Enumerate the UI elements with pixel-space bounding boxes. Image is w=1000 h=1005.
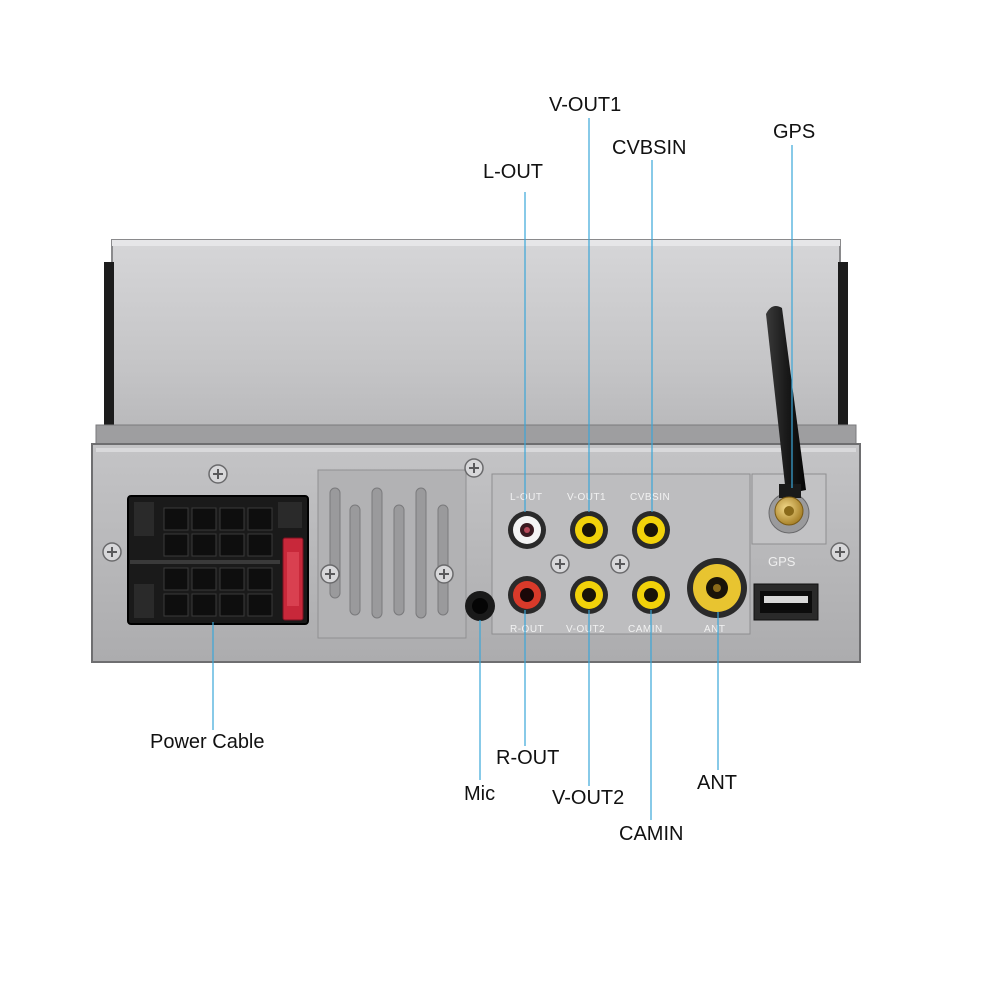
panel-label-ant: ANT [704, 624, 726, 635]
pin-cell [191, 593, 217, 617]
screw [464, 458, 484, 478]
pin-cell [219, 533, 245, 557]
pin-cell [247, 593, 273, 617]
panel-label-gps: GPS [768, 554, 796, 569]
panel-labels: L-OUT V-OUT1 CVBSIN R-OUT V-OUT2 CAMIN A… [510, 492, 796, 635]
rca-ant [687, 558, 747, 618]
pin-cell [163, 533, 189, 557]
leader-lines [212, 118, 793, 820]
vent-slot [437, 504, 449, 616]
power-connector [127, 495, 309, 625]
connector-divider [130, 560, 280, 564]
rca-r-out [508, 576, 546, 614]
screw [320, 564, 340, 584]
screw [434, 564, 454, 584]
pin-cell [219, 567, 245, 591]
pin-cell [163, 593, 189, 617]
screw [102, 542, 122, 562]
screw [550, 554, 570, 574]
pin-cell [191, 567, 217, 591]
top-shell [95, 239, 857, 457]
pin-cell [191, 533, 217, 557]
rca-cvbsin [632, 511, 670, 549]
pin-cell [219, 593, 245, 617]
rca-v-out1 [570, 511, 608, 549]
pin-cell [247, 533, 273, 557]
vent-slot [371, 487, 383, 619]
callout-mic: Mic [464, 783, 496, 805]
panel-label-camin: CAMIN [628, 624, 663, 635]
usb-port [753, 583, 819, 621]
gps-antenna [751, 306, 827, 545]
callout-power-cable: Power Cable [150, 731, 265, 753]
panel-label-r-out: R-OUT [510, 624, 544, 635]
panel-label-cvbsin: CVBSIN [630, 492, 670, 503]
pin-cell [247, 507, 273, 531]
callout-l-out: L-OUT [483, 161, 543, 183]
screw [830, 542, 850, 562]
screw [208, 464, 228, 484]
rca-jacks [508, 511, 747, 618]
pin-cell [163, 567, 189, 591]
callout-v-out2: V-OUT2 [552, 787, 625, 809]
rca-camin [632, 576, 670, 614]
screws [102, 458, 850, 584]
callout-v-out1: V-OUT1 [549, 94, 622, 116]
callout-r-out: R-OUT [496, 747, 560, 769]
callout-ant: ANT [697, 772, 737, 794]
pin-cell [191, 507, 217, 531]
callout-cvbsin: CVBSIN [612, 137, 687, 159]
pin-cell [219, 507, 245, 531]
pin-cell [247, 567, 273, 591]
vent-slot [415, 487, 427, 619]
panel-label-l-out: L-OUT [510, 492, 543, 503]
panel-label-v-out2: V-OUT2 [566, 624, 605, 635]
panel-label-v-out1: V-OUT1 [567, 492, 606, 503]
rca-l-out [508, 511, 546, 549]
vent-slot [349, 504, 361, 616]
rca-v-out2 [570, 576, 608, 614]
connector-pins [130, 507, 280, 617]
callout-gps: GPS [773, 121, 816, 143]
vent-slot [393, 504, 405, 616]
screw [610, 554, 630, 574]
pin-cell [163, 507, 189, 531]
mic-jack [465, 591, 495, 621]
callout-camin: CAMIN [619, 823, 684, 845]
